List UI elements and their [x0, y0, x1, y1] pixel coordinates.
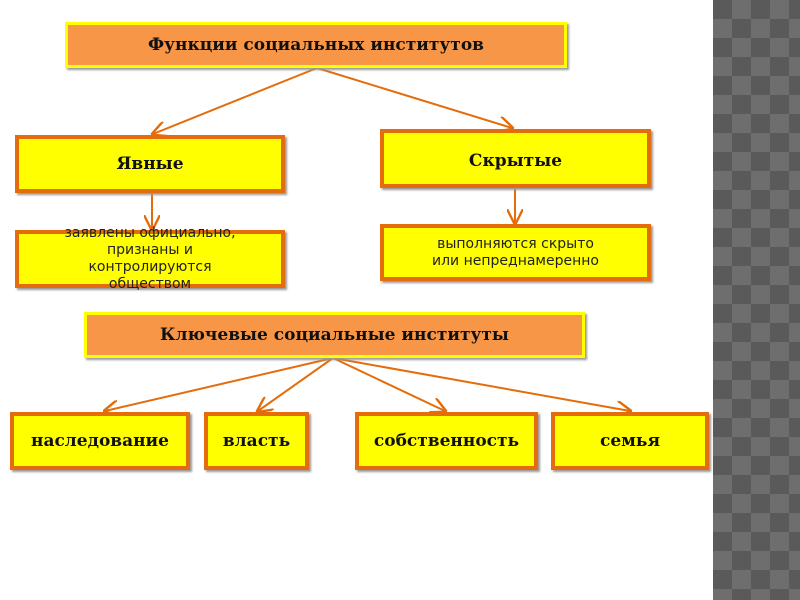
- arrow: [316, 67, 512, 128]
- hidden-box: Скрытые: [380, 129, 651, 188]
- key-institutions-title: Ключевые социальные институты: [84, 312, 585, 358]
- hidden-description: выполняются скрыто или непреднамеренно: [380, 224, 651, 281]
- arrow: [258, 357, 334, 411]
- institution-inheritance: наследование: [10, 412, 190, 470]
- explicit-box: Явные: [15, 135, 285, 193]
- decorative-pattern-strip: [713, 0, 800, 600]
- institution-property: собственность: [355, 412, 538, 470]
- institution-family: семья: [551, 412, 709, 470]
- arrow: [105, 357, 334, 411]
- title-box: Функции социальных институтов: [65, 22, 567, 68]
- arrow: [332, 357, 630, 411]
- arrow: [153, 67, 318, 134]
- arrow: [332, 357, 445, 411]
- institution-power: власть: [204, 412, 309, 470]
- explicit-description: заявлены официально, признаны и контроли…: [15, 225, 285, 292]
